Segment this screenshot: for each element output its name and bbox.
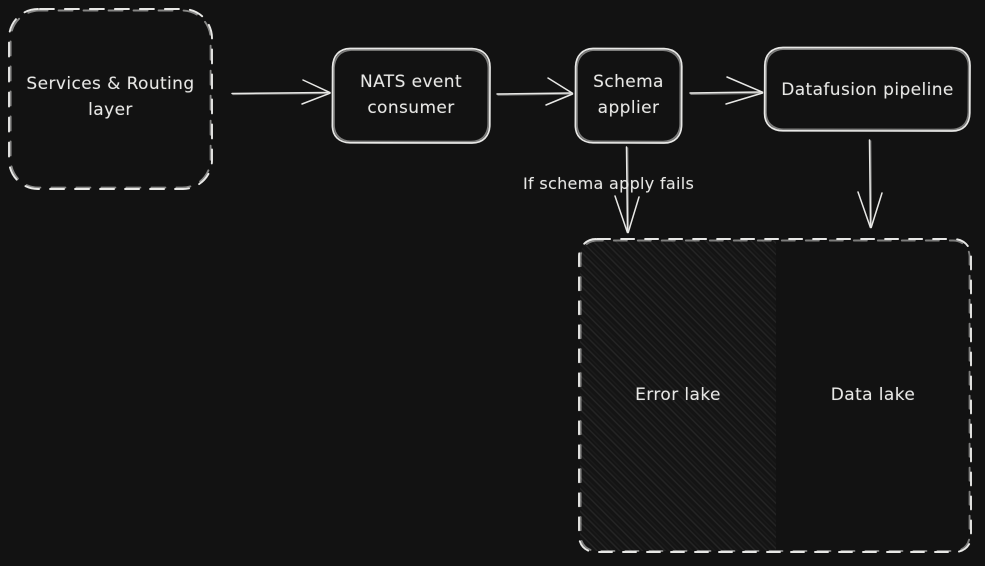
node-error-lake[interactable] (580, 240, 776, 551)
node-services-routing-layer[interactable] (8, 8, 213, 190)
node-datafusion-pipeline[interactable] (765, 47, 970, 131)
arrow-schema-to-datafusion (689, 76, 764, 105)
node-schema-applier[interactable] (575, 48, 682, 143)
arrow-nats-to-schema (496, 77, 574, 106)
arrow-schema-to-error-lake (614, 146, 640, 234)
arrow-datafusion-to-data-lake (857, 139, 883, 229)
node-nats-event-consumer[interactable] (332, 48, 490, 143)
arrow-services-to-nats (231, 79, 331, 105)
edge-label-if-schema-apply-fails: If schema apply fails (523, 174, 695, 193)
node-data-lake[interactable] (776, 240, 970, 551)
